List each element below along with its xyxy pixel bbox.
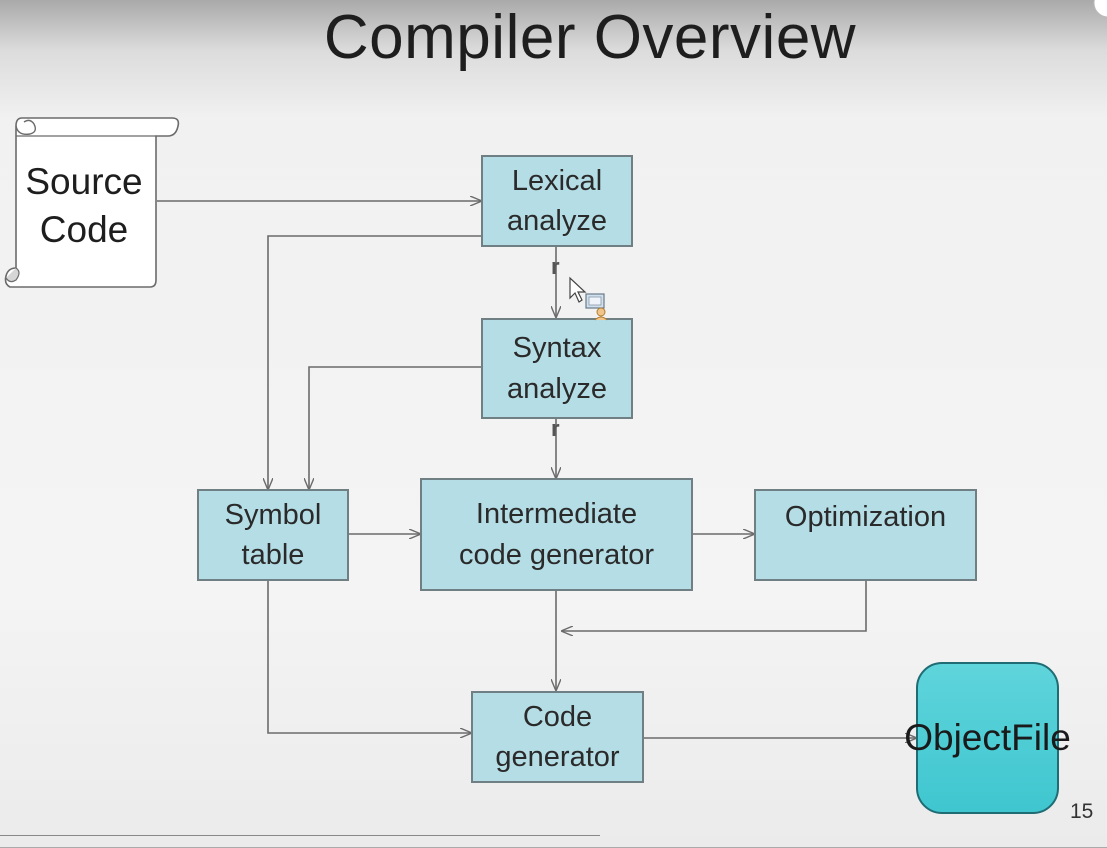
stray-mark: r	[551, 254, 560, 279]
page-number: 15	[1070, 800, 1094, 823]
corner-badge	[1093, 0, 1107, 18]
arrow-lexical-to-symbol	[268, 235, 481, 489]
mouse-cursor-icon	[568, 276, 614, 327]
arrow-syntax-to-symbol	[309, 366, 481, 489]
bottom-caption-strip	[0, 835, 600, 848]
source-code-label: Source Code	[25, 161, 143, 251]
slide-title: Compiler Overview	[323, 3, 857, 72]
arrow-optimization-return	[562, 581, 867, 631]
stray-mark: r	[551, 416, 560, 441]
object-file-box: ObjectFile	[904, 662, 1071, 814]
optimization-box: Optimization	[754, 489, 977, 581]
arrow-symbol-to-codegen	[267, 581, 471, 733]
screen-share-icon	[585, 293, 608, 321]
scroll-icon	[4, 117, 180, 288]
